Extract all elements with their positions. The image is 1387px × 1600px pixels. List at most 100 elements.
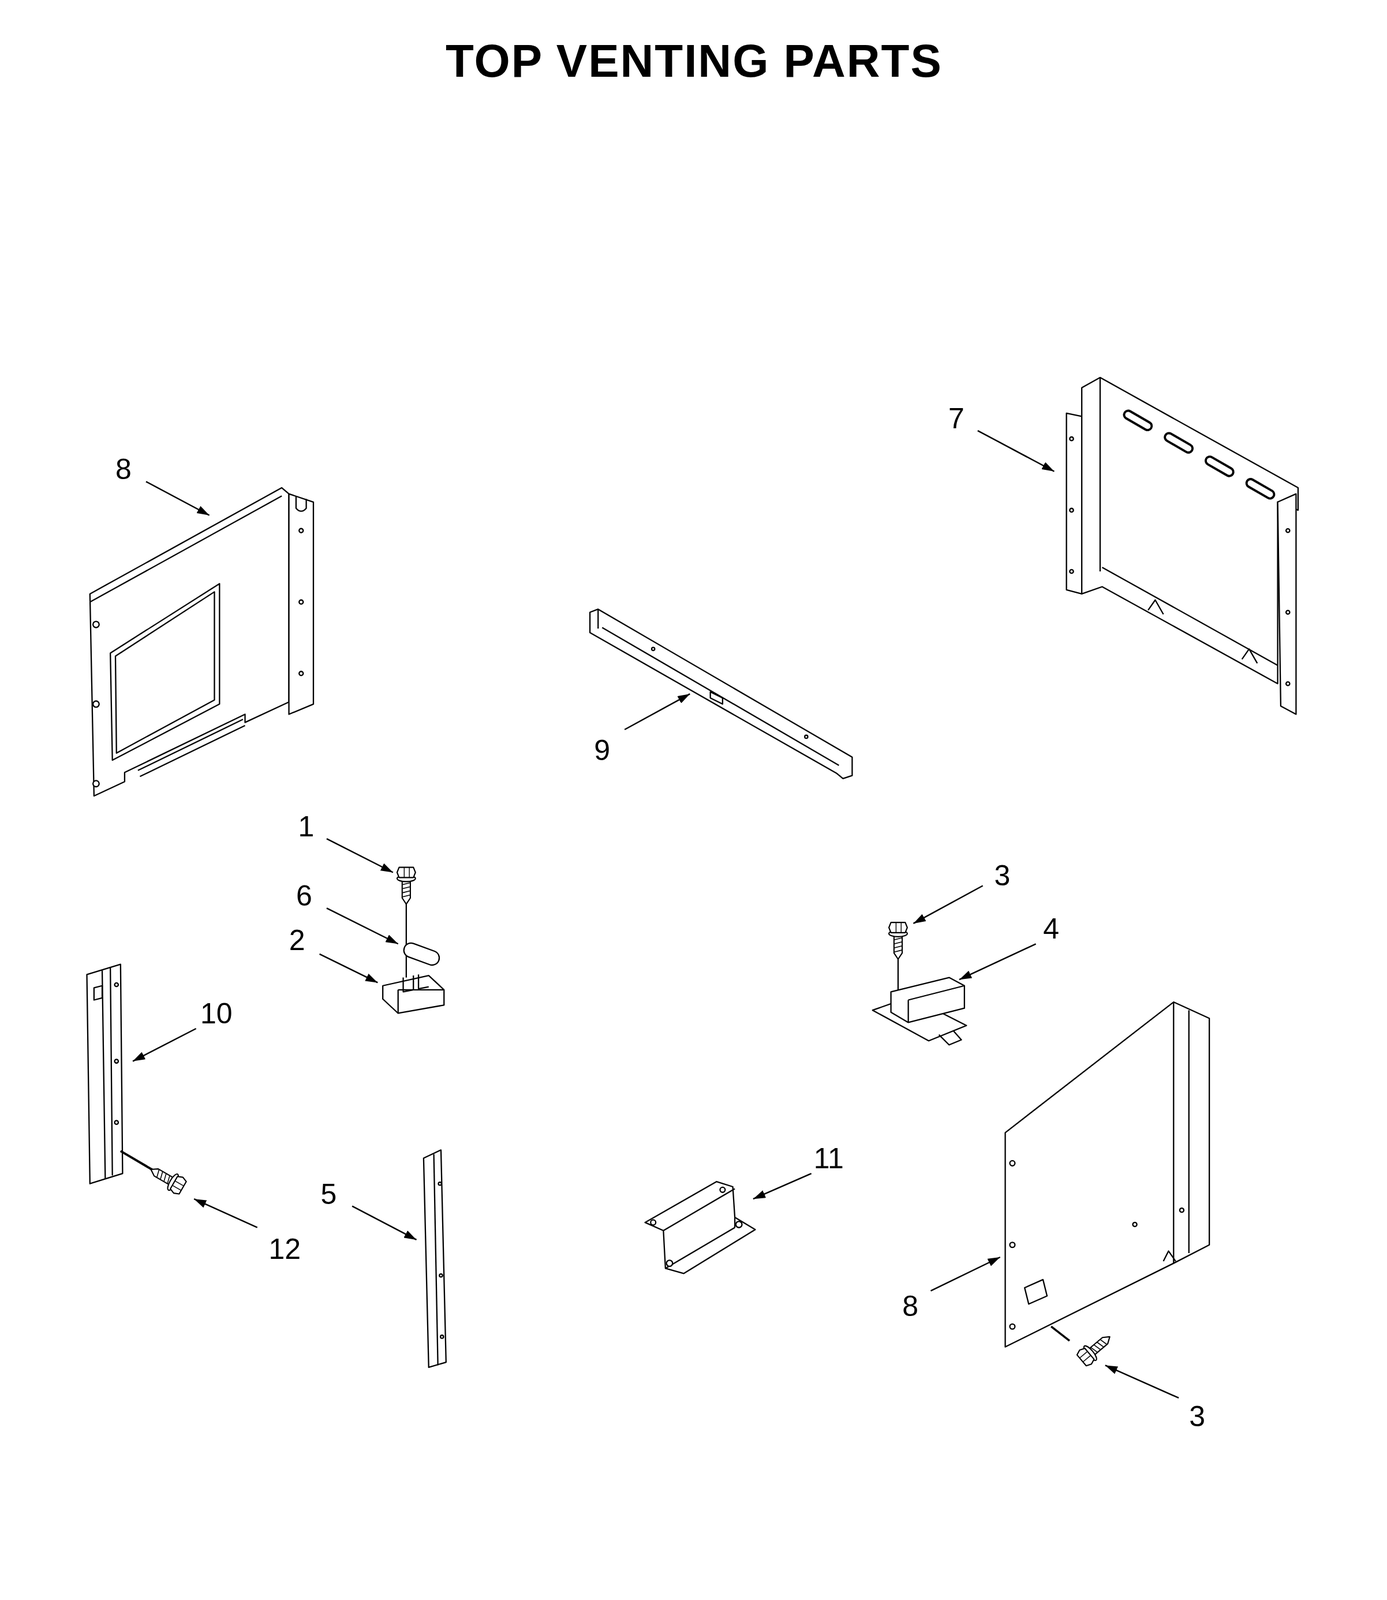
vent-panel (1066, 413, 1083, 594)
side-panel (90, 495, 282, 603)
side-panel (137, 719, 246, 777)
side-panel (298, 528, 304, 533)
callout-number: 3 (1186, 1400, 1208, 1433)
vent-panel (1066, 377, 1299, 714)
callout-number: 4 (1040, 913, 1062, 945)
vent-panel (1069, 508, 1074, 512)
trim-strip (423, 1149, 447, 1368)
side-panel (92, 621, 100, 628)
side-panel (92, 701, 100, 708)
leader-line (132, 430, 1179, 1398)
vent-bar (589, 608, 852, 779)
side-panel (1010, 1242, 1016, 1248)
page-title: TOP VENTING PARTS (445, 38, 943, 85)
side-panel (90, 487, 290, 796)
side-panel (1051, 1326, 1070, 1341)
vent-bar (710, 692, 723, 705)
vent-panel (1122, 409, 1154, 432)
side-rail (120, 1150, 156, 1172)
leader-line (193, 1198, 258, 1228)
callout-number: 3 (991, 860, 1013, 892)
side-panel (298, 600, 304, 605)
callout-number: 9 (591, 734, 613, 766)
side-panel (90, 487, 314, 796)
trim-strip (440, 1335, 444, 1338)
leader-line (352, 1206, 417, 1240)
side-panel (1173, 1002, 1190, 1264)
vent-bar (804, 735, 808, 739)
leader-line (146, 481, 210, 515)
leader-line (132, 1028, 197, 1062)
mount-bracket (719, 1187, 725, 1193)
sensor-assembly (908, 985, 965, 1023)
mount-bracket (650, 1219, 656, 1225)
trim-strip (434, 1153, 439, 1366)
side-rail (114, 1059, 119, 1063)
vent-panel (1100, 377, 1278, 666)
side-panel (110, 583, 220, 761)
leader-line (977, 430, 1055, 472)
vent-panel (1285, 681, 1290, 686)
mount-bracket (666, 1260, 674, 1267)
vent-panel (1245, 477, 1276, 500)
side-rail (102, 967, 113, 1179)
sensor-assembly (872, 922, 967, 1045)
trim-strip (439, 1273, 443, 1277)
side-panel (1010, 1324, 1016, 1330)
side-panel (1005, 1002, 1210, 1348)
side-panel (1005, 1002, 1210, 1368)
sensor-assembly (888, 922, 908, 960)
leader-line (913, 885, 983, 924)
trim-strip (438, 1182, 442, 1185)
fuse-assembly (398, 989, 445, 1014)
fuse-assembly (401, 940, 441, 967)
callout-number: 8 (113, 453, 134, 485)
side-rail (87, 964, 188, 1196)
vent-bar (651, 647, 655, 651)
side-panel (1133, 1222, 1138, 1227)
callout-number: 11 (811, 1142, 847, 1175)
side-rail (114, 982, 119, 987)
side-panel (115, 591, 215, 753)
callout-number: 1 (296, 810, 317, 843)
side-panel (1179, 1208, 1184, 1213)
vent-panel (1277, 494, 1297, 715)
leader-line (1105, 1365, 1179, 1398)
parts-illustration (87, 377, 1299, 1368)
callout-number: 12 (266, 1233, 304, 1265)
side-panel (298, 671, 304, 676)
vent-panel (1081, 377, 1299, 684)
side-rail (114, 1120, 119, 1124)
vent-bar (589, 608, 852, 779)
vent-panel (1148, 600, 1258, 664)
vent-bar (597, 608, 839, 765)
side-rail (146, 1161, 188, 1196)
callout-number: 6 (293, 880, 315, 912)
callout-number: 10 (197, 997, 235, 1030)
vent-panel (1285, 528, 1290, 533)
trim-strip (423, 1149, 447, 1368)
leader-line (931, 1257, 1001, 1291)
side-rail (94, 985, 103, 1001)
side-panel (289, 494, 314, 715)
vent-panel (1285, 610, 1290, 615)
fuse-assembly (405, 898, 407, 978)
leader-line (319, 954, 379, 983)
callout-number: 7 (946, 402, 967, 435)
sensor-assembly (939, 1030, 962, 1046)
side-panel (1163, 1250, 1176, 1262)
side-panel (1010, 1160, 1016, 1166)
vent-panel (1069, 436, 1074, 441)
vent-panel (1069, 569, 1074, 574)
callout-number: 2 (286, 924, 308, 956)
mount-bracket (645, 1181, 756, 1274)
callout-number: 5 (318, 1178, 339, 1210)
vent-panel (1204, 455, 1235, 478)
side-rail (87, 964, 123, 1184)
vent-panel (1163, 431, 1195, 455)
callout-number: 8 (899, 1290, 921, 1322)
side-panel (1075, 1329, 1116, 1368)
sensor-assembly (891, 977, 965, 1023)
